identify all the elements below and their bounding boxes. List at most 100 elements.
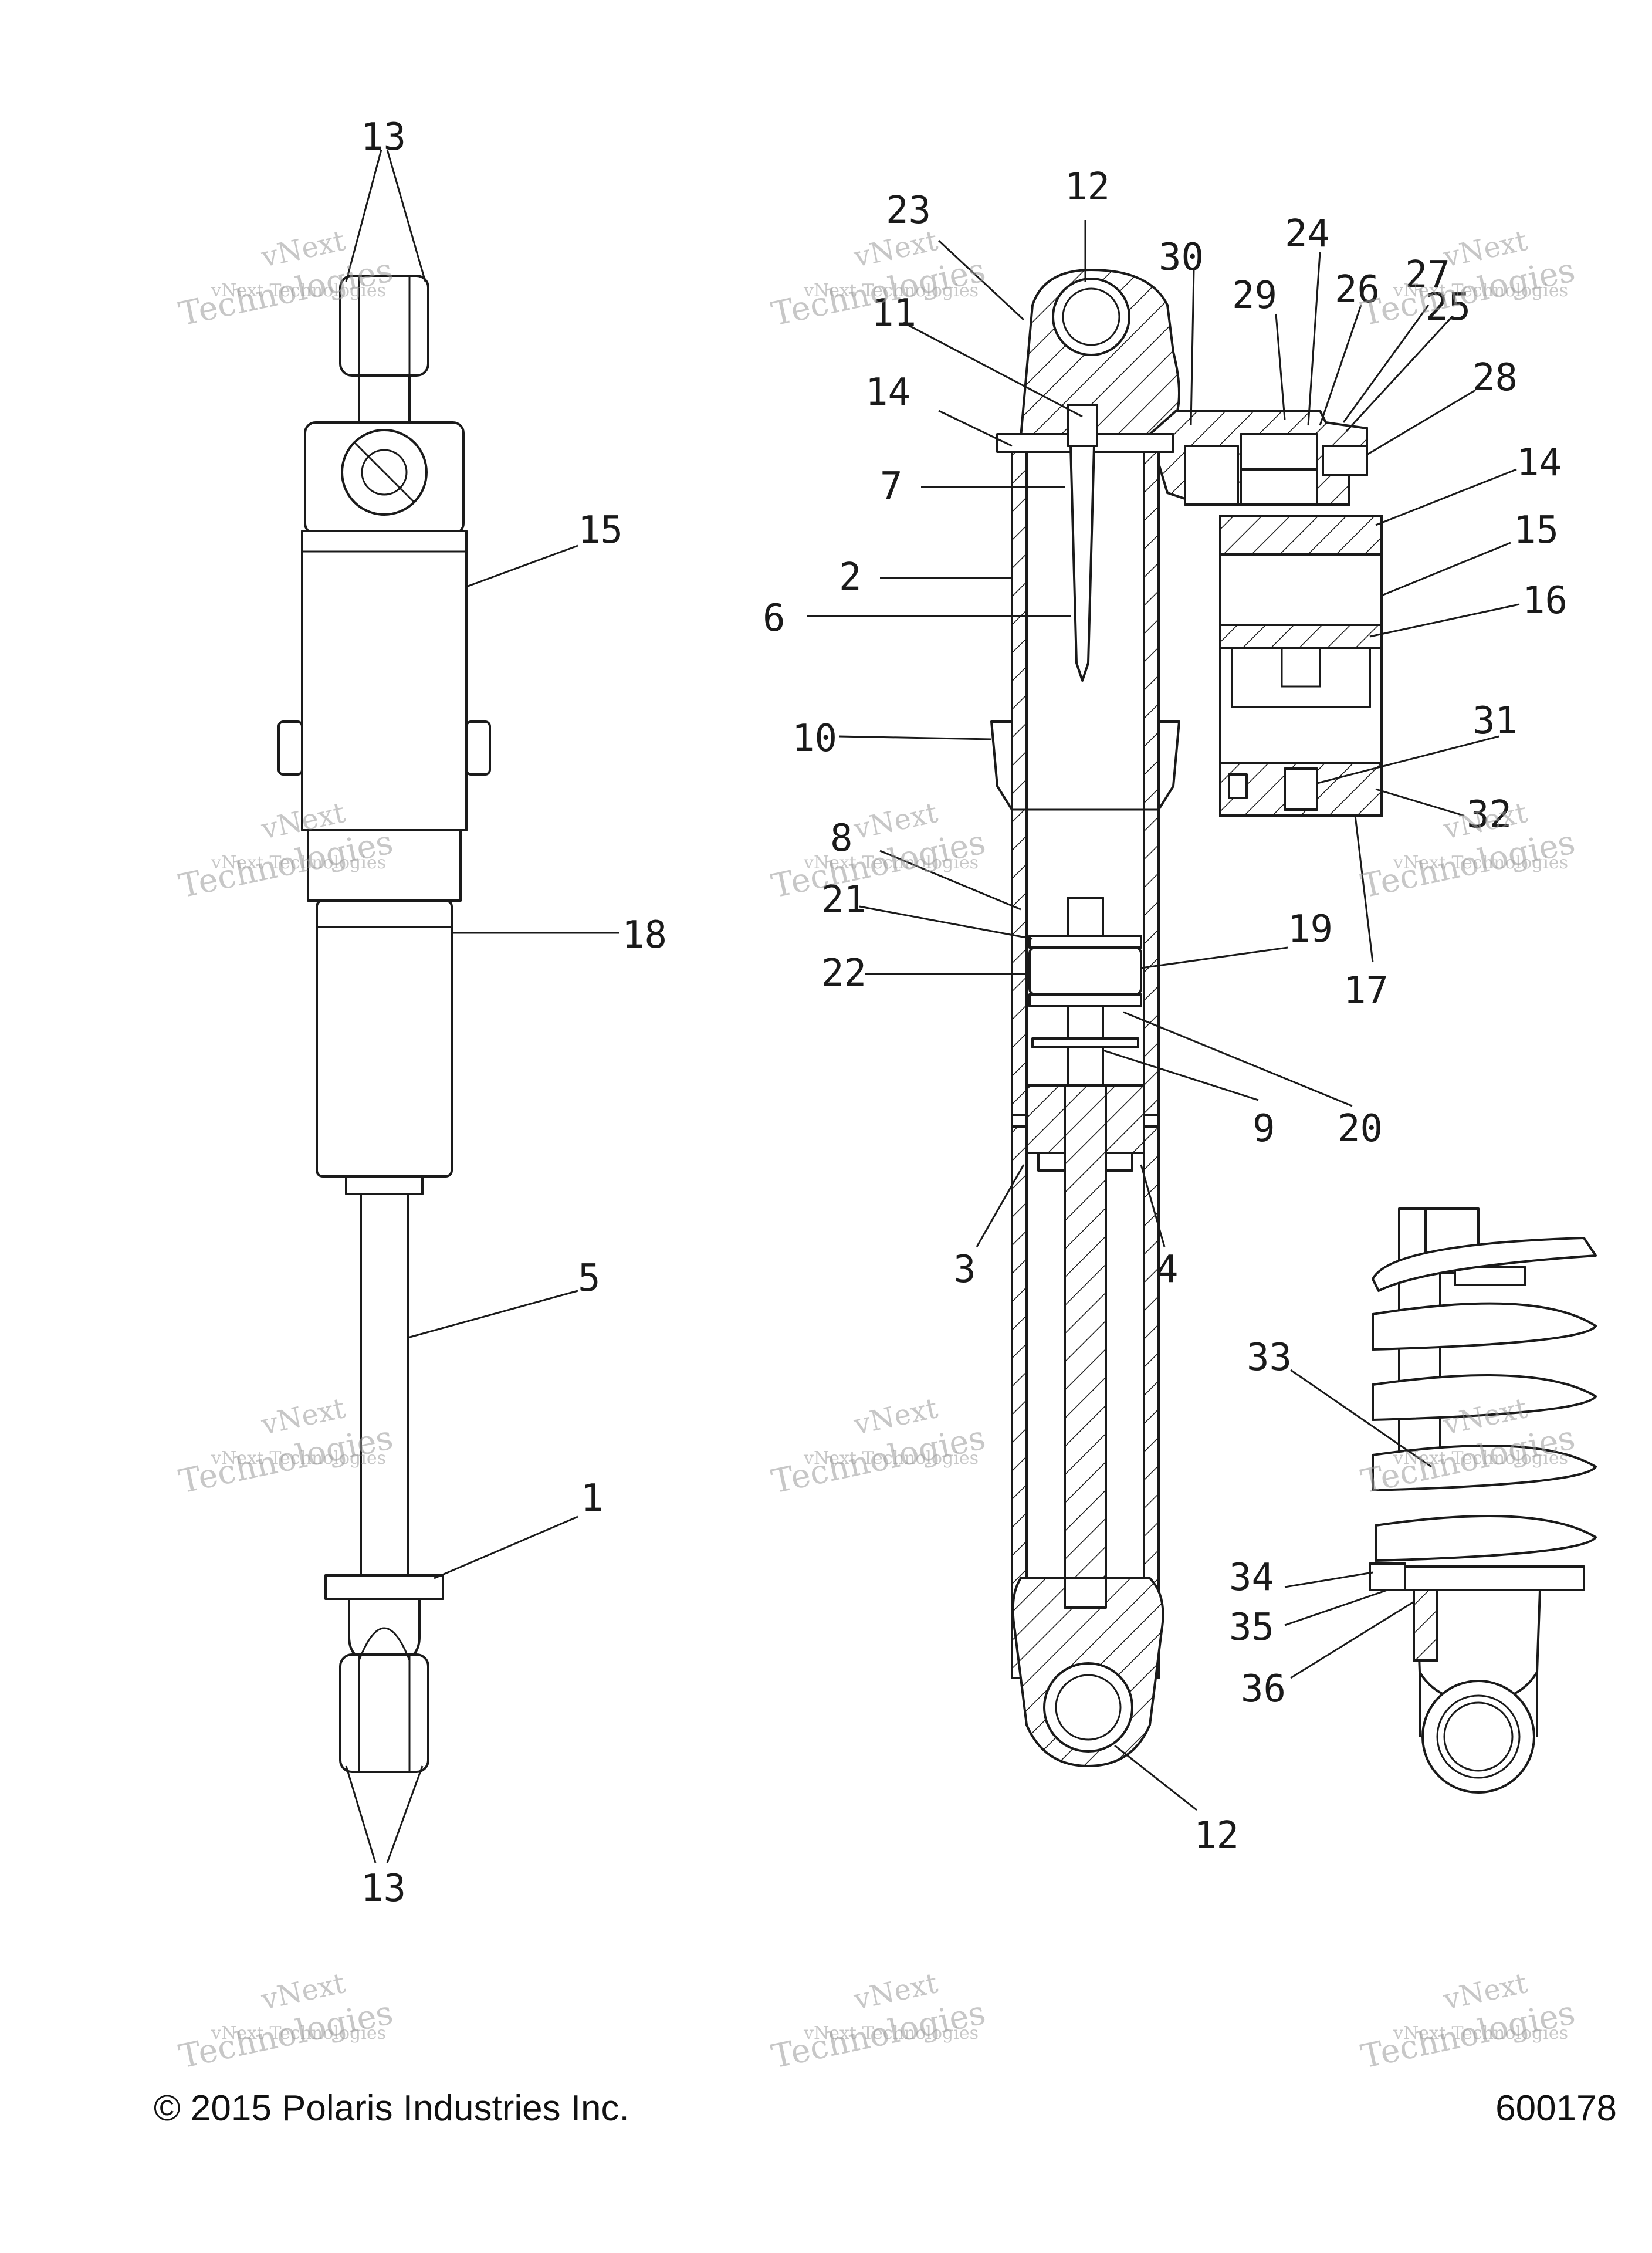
callout-13-top: 13 (361, 116, 406, 159)
spring-detail-eyelet (1421, 1680, 1535, 1794)
bottom-eyelet (339, 1653, 429, 1773)
callout-7: 7 (880, 465, 903, 508)
shock-body-15 (301, 530, 468, 831)
shim-stack-20 (1028, 993, 1142, 1007)
piston-22 (1028, 946, 1142, 996)
seal-3 (1011, 1114, 1028, 1128)
spring-coil-2 (1372, 1302, 1597, 1351)
callout-10: 10 (792, 717, 837, 760)
exterior-shock-view (277, 275, 491, 1773)
callout-12-top: 12 (1065, 165, 1110, 209)
watermark-5: vNext Technologies vNext Technologies (768, 796, 989, 906)
watermark-11: vNext Technologies vNext Technologies (768, 1967, 989, 2076)
callout-15-right: 15 (1514, 509, 1559, 552)
spring-coil-1 (1372, 1237, 1597, 1292)
callout-4: 4 (1156, 1248, 1179, 1291)
svg-text:vNext Technologies: vNext Technologies (211, 1448, 386, 1469)
callout-24: 24 (1285, 212, 1330, 256)
callout-18: 18 (622, 914, 667, 957)
ifp-piston-16-top (1219, 624, 1383, 649)
callout-31: 31 (1472, 699, 1518, 743)
mount-tab-right (1157, 720, 1180, 811)
body-mount-right (465, 720, 491, 776)
callout-12-bottom: 12 (1194, 1814, 1239, 1858)
callout-27: 27 (1405, 253, 1450, 297)
spring-coil-33 (1372, 1445, 1597, 1491)
shaft-section (1064, 1084, 1107, 1615)
valve-cap-28 (1322, 445, 1368, 476)
callout-16: 16 (1522, 579, 1568, 623)
bleed-needle-6 (1069, 445, 1095, 682)
ifp-piston-16 (1231, 647, 1371, 708)
callout-19: 19 (1288, 908, 1333, 951)
svg-text:vNext Technologies: vNext Technologies (1393, 2023, 1568, 2044)
callout-32: 32 (1467, 793, 1512, 837)
adjuster-knob-center (361, 449, 408, 496)
spring-detail-view (1369, 1207, 1597, 1794)
callout-17: 17 (1343, 969, 1389, 1013)
body-mount-left (277, 720, 303, 776)
callout-23: 23 (886, 189, 931, 232)
cross-section-view (990, 268, 1383, 1768)
washer-9 (1031, 1037, 1139, 1048)
watermark-8: vNext Technologies vNext Technologies (768, 1392, 989, 1501)
leader-lines (345, 149, 1520, 1863)
watermark-12: vNext Technologies vNext Technologies (1358, 1967, 1578, 2076)
spring-coil-3 (1372, 1374, 1597, 1421)
callout-labels: 13 15 18 5 1 13 23 12 11 14 7 2 6 10 8 2… (361, 116, 1568, 1910)
callout-26: 26 (1335, 268, 1380, 312)
callout-9: 9 (1252, 1107, 1275, 1151)
callout-14-left: 14 (865, 371, 910, 414)
top-eye-bore-12 (1052, 278, 1130, 356)
shim-stack-21 (1028, 935, 1142, 949)
cylinder-wall-right (1143, 445, 1160, 1679)
callout-13-bottom: 13 (361, 1867, 406, 1910)
callout-22: 22 (821, 952, 866, 995)
callout-21: 21 (821, 878, 866, 922)
watermark-10: vNext Technologies vNext Technologies (175, 1967, 396, 2076)
svg-text:vNext Technologies: vNext Technologies (211, 853, 386, 873)
valve-adjuster-lower (1240, 468, 1318, 506)
svg-text:vNext Technologies: vNext Technologies (1393, 280, 1568, 301)
seal-cap (345, 1175, 424, 1195)
spring-clip-34 (1369, 1562, 1406, 1591)
svg-text:vNext Technologies: vNext Technologies (803, 2023, 979, 2044)
svg-text:vNext Technologies: vNext Technologies (211, 280, 386, 301)
body-collar (307, 829, 462, 902)
callout-34: 34 (1229, 1556, 1274, 1599)
bottom-eye-flange-1 (324, 1574, 444, 1600)
callout-14-right: 14 (1516, 441, 1562, 485)
bottom-eye-neck (348, 1598, 421, 1662)
svg-text:vNext Technologies: vNext Technologies (803, 1448, 979, 1469)
callout-15-left: 15 (578, 509, 623, 552)
callout-36: 36 (1241, 1667, 1286, 1711)
callout-8: 8 (830, 817, 853, 860)
bumper-18 (316, 899, 453, 1178)
svg-text:vNext Technologies: vNext Technologies (803, 853, 979, 873)
cylinder-wall-left (1011, 445, 1028, 1679)
callout-30: 30 (1159, 236, 1204, 279)
reservoir-cap-14 (1219, 515, 1383, 556)
shaft-joint (1064, 1577, 1107, 1609)
shaft-5 (360, 1193, 409, 1577)
lower-eye-bore-12 (1043, 1662, 1133, 1753)
callout-20: 20 (1338, 1107, 1383, 1151)
svg-text:vNext Technologies: vNext Technologies (1393, 853, 1568, 873)
valve-spool-30 (1184, 445, 1239, 506)
watermark-6: vNext Technologies vNext Technologies (1358, 796, 1578, 906)
callout-1: 1 (581, 1477, 604, 1520)
svg-text:vNext Technologies: vNext Technologies (211, 2023, 386, 2044)
retainer-ring-36 (1413, 1589, 1438, 1662)
callout-28: 28 (1472, 356, 1518, 400)
svg-text:vNext Technologies: vNext Technologies (803, 280, 979, 301)
valve-adjuster-24 (1240, 433, 1318, 471)
callout-25: 25 (1426, 286, 1471, 329)
oring-32 (1228, 773, 1248, 799)
callout-11: 11 (871, 292, 916, 335)
spring-coil-4 (1375, 1515, 1597, 1562)
callout-3: 3 (953, 1248, 976, 1291)
mount-tab-left-10 (990, 720, 1013, 811)
spring-seat-top (1454, 1266, 1526, 1286)
figure-number: 600178 (1495, 2088, 1617, 2129)
callout-29: 29 (1232, 274, 1277, 317)
